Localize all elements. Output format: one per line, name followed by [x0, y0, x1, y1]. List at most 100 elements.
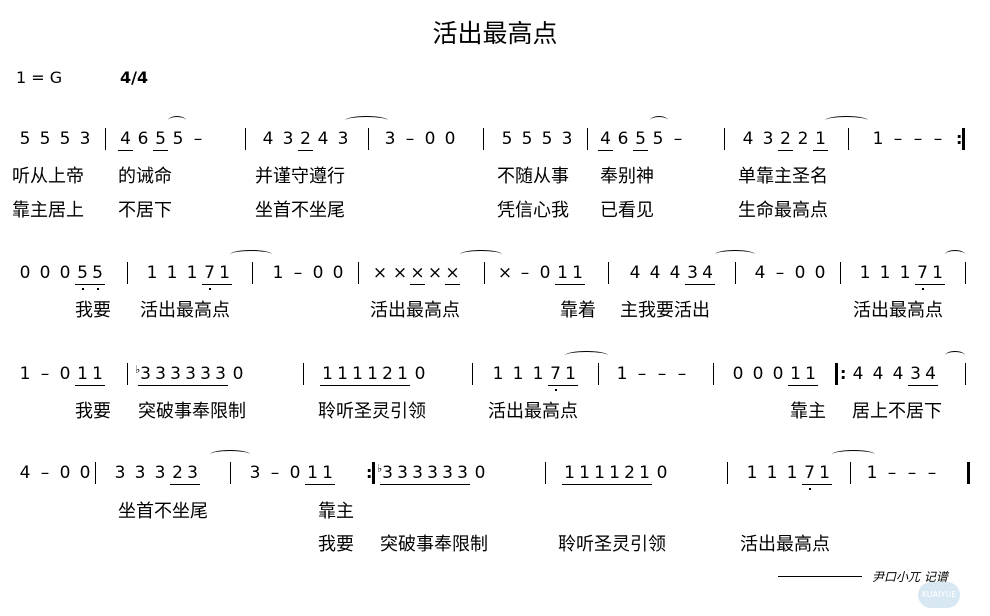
- note: 1: [570, 262, 585, 285]
- note: 1: [532, 364, 544, 384]
- note: 0: [59, 364, 71, 384]
- note: 0: [732, 364, 744, 384]
- dash-note: –: [40, 364, 50, 384]
- barline: [587, 128, 588, 150]
- dash-note: –: [933, 129, 943, 149]
- barline: [252, 262, 253, 284]
- lower-octave-dot: [808, 488, 811, 490]
- note: 5: [633, 128, 648, 151]
- note: 1: [272, 263, 284, 283]
- note: 1: [563, 363, 578, 386]
- repeat-end-sign: :: [366, 463, 373, 482]
- note: 3: [134, 463, 146, 483]
- note: 5: [59, 129, 71, 149]
- note: 0: [79, 463, 91, 483]
- rhythm-x-note: ×: [497, 263, 513, 283]
- barline: [358, 262, 359, 284]
- note: 1: [616, 364, 628, 384]
- note: 4: [118, 128, 133, 151]
- note: 3: [455, 462, 470, 485]
- note: 0: [772, 364, 784, 384]
- note: 3: [79, 129, 91, 149]
- repeat-end-sign: :: [956, 129, 963, 148]
- barline: [95, 462, 96, 484]
- measure: 1–––: [862, 462, 942, 486]
- barline-thick: [835, 363, 838, 385]
- note: 0: [656, 463, 668, 483]
- tie-arc: [230, 250, 272, 259]
- lyric-phrase: 聆听圣灵引领: [558, 534, 666, 555]
- note: 0: [752, 364, 764, 384]
- note: 3: [154, 463, 166, 483]
- barline: [965, 262, 966, 284]
- final-barline: [967, 462, 970, 484]
- dash-note: –: [293, 263, 303, 283]
- note: 1: [637, 462, 652, 485]
- note: 6: [137, 129, 149, 149]
- note: 3: [410, 462, 425, 485]
- watermark-logo: KUAIYUE: [918, 582, 960, 608]
- note: 6: [617, 129, 629, 149]
- note: 1: [803, 363, 818, 386]
- note: 0: [59, 263, 71, 283]
- note: 4: [629, 263, 641, 283]
- note: 0: [424, 129, 436, 149]
- note: 4: [892, 364, 904, 384]
- note: 5: [153, 128, 168, 151]
- note: 3♭: [377, 462, 395, 485]
- lyric-phrase: 不居下: [118, 200, 172, 221]
- barline: [483, 128, 484, 150]
- note: 0: [19, 263, 31, 283]
- dash-note: –: [677, 364, 687, 384]
- lyric-phrase: 不随从事: [497, 166, 569, 187]
- lyric-phrase: 靠主: [790, 401, 826, 422]
- note: 4: [649, 263, 661, 283]
- note: 5: [75, 262, 90, 290]
- note: 0: [39, 263, 51, 283]
- note: 1: [19, 364, 31, 384]
- lyric-phrase: 奉别神: [600, 166, 654, 187]
- note: 1: [365, 363, 380, 386]
- note: 1: [320, 462, 335, 485]
- note: 3: [183, 363, 198, 386]
- barline: [368, 128, 369, 150]
- note: 5: [521, 129, 533, 149]
- note: 7: [548, 363, 563, 391]
- note: 3: [198, 363, 213, 386]
- lyric-phrase: 并谨守遵行: [255, 166, 345, 187]
- dash-note: –: [887, 463, 897, 483]
- rhythm-x-note: ×: [372, 263, 388, 283]
- tie-arc: [460, 250, 502, 259]
- note: 3: [685, 262, 700, 285]
- barline-thick: [372, 462, 375, 484]
- note: 5: [541, 129, 553, 149]
- note: 1: [817, 462, 832, 485]
- note: 3: [114, 463, 126, 483]
- note: 1: [592, 462, 607, 485]
- lower-octave-dot: [554, 389, 557, 391]
- note: 5: [19, 129, 31, 149]
- note: 0: [444, 129, 456, 149]
- note: 1: [75, 363, 90, 386]
- note: 1: [146, 263, 158, 283]
- lyric-phrase: 我要: [75, 401, 111, 422]
- dash-note: –: [520, 263, 530, 283]
- note: 2: [778, 128, 793, 151]
- lyric-phrase: 主我要活出: [620, 300, 710, 321]
- barline: [735, 262, 736, 284]
- note: 1: [859, 263, 871, 283]
- lyric-phrase: 活出最高点: [488, 401, 578, 422]
- note: 1: [166, 263, 178, 283]
- dash-note: –: [927, 463, 937, 483]
- note: 1: [350, 363, 365, 386]
- note: 3♭: [135, 363, 153, 386]
- tie-arc: [168, 116, 186, 125]
- lyric-phrase: 突破事奉限制: [138, 401, 246, 422]
- lyric-phrase: 坐首不坐尾: [118, 501, 208, 522]
